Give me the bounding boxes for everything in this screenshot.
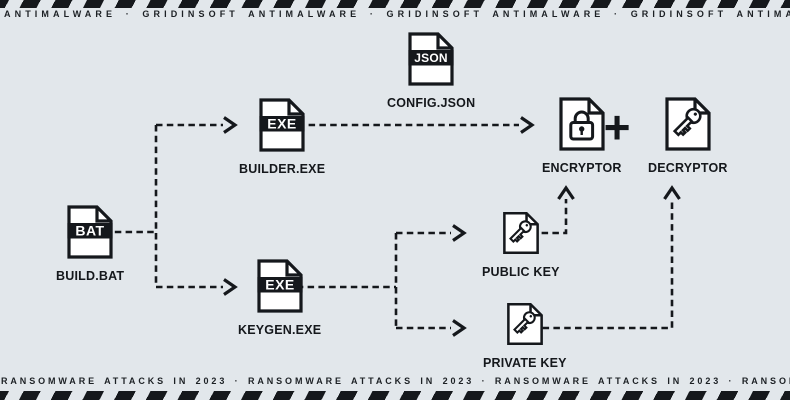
node-private-key: PRIVATE KEY bbox=[483, 301, 567, 370]
key-file-icon bbox=[506, 302, 543, 346]
node-encryptor: ENCRYPTOR bbox=[542, 96, 622, 175]
arrowhead-up-encryptor bbox=[557, 185, 575, 200]
hazard-stripes-bottom bbox=[0, 391, 790, 400]
arrowhead-to-keygen bbox=[223, 278, 238, 296]
json-file-icon: JSON bbox=[408, 32, 454, 86]
hazard-stripes-top bbox=[0, 0, 790, 8]
arrowhead-up-decryptor bbox=[663, 185, 681, 200]
node-public-key: PUBLIC KEY bbox=[482, 210, 560, 279]
node-builder-exe: EXE BUILDER.EXE bbox=[239, 97, 325, 176]
bat-badge-text: BAT bbox=[75, 223, 104, 239]
node-keygen-exe: EXE KEYGEN.EXE bbox=[238, 258, 321, 337]
key-file-icon bbox=[665, 97, 711, 151]
exe-file-icon: EXE bbox=[257, 259, 303, 313]
arrowhead-to-privatekey bbox=[452, 319, 467, 337]
exe-file-icon: EXE bbox=[259, 98, 305, 152]
bat-file-icon: BAT bbox=[67, 205, 113, 259]
node-decryptor: DECRYPTOR bbox=[648, 96, 728, 175]
padlock-file-icon bbox=[559, 97, 605, 151]
top-banner-text: ANTIMALWARE · GRIDINSOFT ANTIMALWARE · G… bbox=[4, 9, 790, 19]
node-config-json: JSON CONFIG.JSON bbox=[387, 31, 475, 110]
build-bat-label: BUILD.BAT bbox=[56, 269, 125, 283]
key-file-icon bbox=[502, 211, 539, 255]
encryptor-label: ENCRYPTOR bbox=[542, 161, 622, 175]
arrowhead-to-builder bbox=[223, 116, 238, 134]
exe-badge-text: EXE bbox=[267, 116, 297, 132]
bottom-banner-text: RANSOMWARE ATTACKS IN 2023 · RANSOMWARE … bbox=[1, 376, 790, 386]
plus-sign: + bbox=[603, 101, 631, 153]
public-key-label: PUBLIC KEY bbox=[482, 265, 560, 279]
builder-exe-label: BUILDER.EXE bbox=[239, 162, 326, 176]
config-json-label: CONFIG.JSON bbox=[387, 96, 476, 110]
json-badge-text: JSON bbox=[414, 51, 447, 65]
node-build-bat: BAT BUILD.BAT bbox=[56, 204, 124, 283]
keygen-exe-label: KEYGEN.EXE bbox=[238, 323, 322, 337]
exe-badge-text: EXE bbox=[265, 277, 295, 293]
decryptor-label: DECRYPTOR bbox=[648, 161, 728, 175]
arrowhead-to-publickey bbox=[452, 224, 467, 242]
arrowhead-to-encryptor bbox=[520, 116, 535, 134]
private-key-label: PRIVATE KEY bbox=[483, 356, 567, 370]
